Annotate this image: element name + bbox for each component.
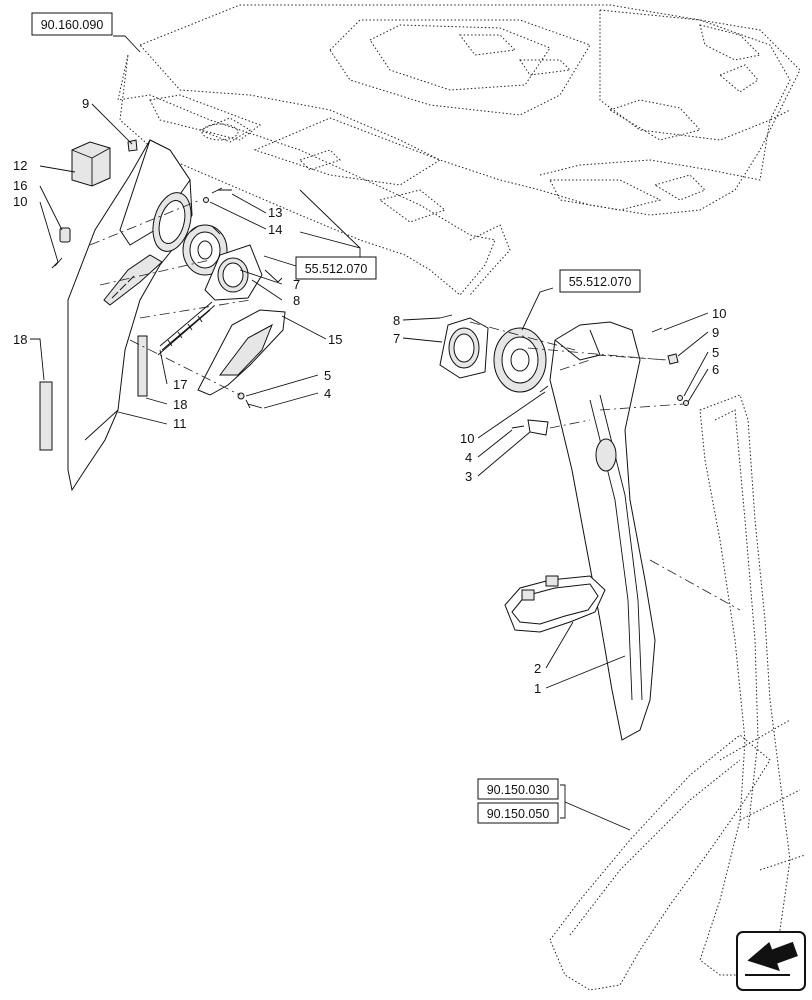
callout-9: 9 xyxy=(82,96,89,111)
strip-18 xyxy=(39,381,53,451)
cab-pillar-right xyxy=(699,394,806,976)
speaker-right xyxy=(493,327,547,393)
speaker-ring-7 xyxy=(204,244,263,301)
callout-17: 17 xyxy=(173,377,187,392)
clip-16 xyxy=(59,227,71,243)
nut-6-right xyxy=(683,400,689,406)
callout-10-right-b: 10 xyxy=(460,431,474,446)
screw-10-lower xyxy=(539,385,549,393)
callout-18-a: 18 xyxy=(13,332,27,347)
screw-10-right xyxy=(651,327,663,333)
callout-15: 15 xyxy=(328,332,342,347)
callout-3-right: 3 xyxy=(465,469,472,484)
ref-roof-label: 90.160.090 xyxy=(41,18,104,32)
grille-8 xyxy=(264,269,283,283)
washer-14 xyxy=(203,197,209,203)
washer-5-right xyxy=(677,395,683,401)
callout-16: 16 xyxy=(13,178,27,193)
speaker-ring-right-7 xyxy=(439,317,489,379)
strap-2 xyxy=(504,575,606,633)
strip-18b xyxy=(137,335,148,397)
callout-4-right: 4 xyxy=(465,450,472,465)
ref-pillar-b[interactable]: 90.150.050 xyxy=(477,802,559,824)
navigate-arrow-icon[interactable] xyxy=(736,931,806,991)
callout-8-left: 8 xyxy=(293,293,300,308)
callout-11: 11 xyxy=(173,416,187,431)
callout-7-right: 7 xyxy=(393,331,400,346)
callout-18-b: 18 xyxy=(173,397,187,412)
washer-5-left xyxy=(237,392,245,400)
callout-5-right: 5 xyxy=(712,345,719,360)
callout-14: 14 xyxy=(268,222,282,237)
screw-10-left xyxy=(51,257,63,269)
clip-9-right xyxy=(667,353,679,365)
ref-pillar-b-label: 90.150.050 xyxy=(487,807,550,821)
callout-9-right: 9 xyxy=(712,325,719,340)
pillar-trim-11 xyxy=(67,139,193,492)
ref-speaker-right-label: 55.512.070 xyxy=(569,275,632,289)
callout-10-right-a: 10 xyxy=(712,306,726,321)
leader-lines xyxy=(30,35,709,831)
callout-10-left: 10 xyxy=(13,194,27,209)
callout-8-right: 8 xyxy=(393,313,400,328)
lower-arch xyxy=(549,734,771,991)
callout-6-right: 6 xyxy=(712,362,719,377)
callout-numbers: 9 12 16 10 13 14 7 8 15 18 17 18 11 5 4 … xyxy=(13,96,726,696)
screw-13 xyxy=(211,187,232,194)
pillar-trim-1 xyxy=(549,321,656,741)
callout-13: 13 xyxy=(268,205,282,220)
ref-pillar-a[interactable]: 90.150.030 xyxy=(477,778,559,800)
strip-17 xyxy=(157,301,215,356)
ref-speaker-right[interactable]: 55.512.070 xyxy=(559,269,641,293)
ref-speaker-left-label: 55.512.070 xyxy=(305,262,368,276)
ref-speaker-left[interactable]: 55.512.070 xyxy=(295,256,377,280)
callout-7-left: 7 xyxy=(293,277,300,292)
roof-headliner xyxy=(117,4,801,296)
callout-1-right: 1 xyxy=(534,681,541,696)
ref-roof[interactable]: 90.160.090 xyxy=(31,12,113,36)
screw-8-right xyxy=(439,314,453,319)
callout-2-right: 2 xyxy=(534,661,541,676)
callout-5-left: 5 xyxy=(324,368,331,383)
cover-block-12 xyxy=(71,141,111,187)
screw-4-left xyxy=(245,399,263,409)
callout-12: 12 xyxy=(13,158,27,173)
speaker-left xyxy=(182,224,228,276)
bracket-3 xyxy=(527,419,549,436)
screw-4-right xyxy=(511,425,525,429)
ref-pillar-a-label: 90.150.030 xyxy=(487,783,550,797)
speaker-cover-15 xyxy=(197,309,286,396)
callout-4-left: 4 xyxy=(324,386,331,401)
